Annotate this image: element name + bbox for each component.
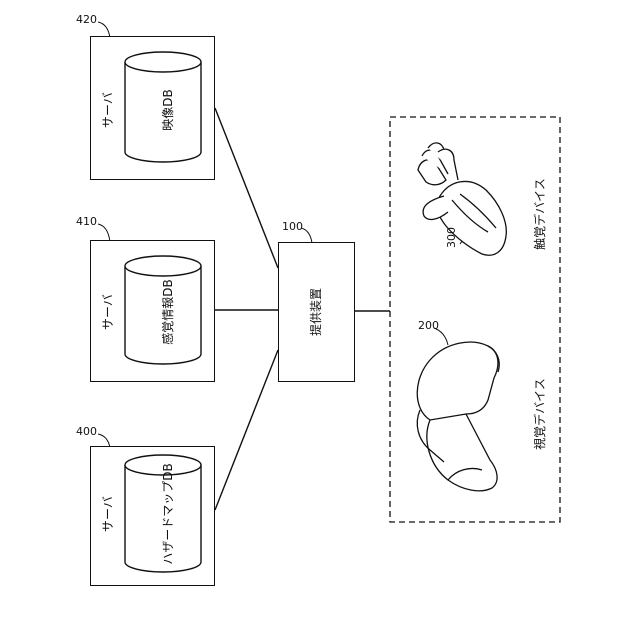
link-420-100 [215, 108, 278, 268]
provider-ref: 100 [282, 221, 303, 232]
provider-label: 提供装置 [310, 288, 322, 336]
head-mounted-display-icon [417, 342, 499, 491]
glove-icon [418, 143, 506, 255]
server-ref-420: 420 [76, 14, 97, 25]
server-ref-400: 400 [76, 426, 97, 437]
server-label-420: サーバ [102, 92, 114, 128]
visual-device-ref: 200 [418, 320, 439, 331]
tactile-device-ref: 300 [446, 227, 457, 248]
video-db-label: 映像DB [162, 89, 174, 130]
sensory-db-label: 感覚情報DB [162, 279, 174, 344]
tactile-device-label: 触覚デバイス [534, 178, 546, 250]
hazard-db-label: ハザードマップDB [162, 463, 174, 564]
server-ref-410: 410 [76, 216, 97, 227]
visual-device-label: 視覚デバイス [534, 378, 546, 450]
server-label-400: サーバ [102, 496, 114, 532]
server-label-410: サーバ [102, 294, 114, 330]
link-400-100 [215, 350, 278, 510]
